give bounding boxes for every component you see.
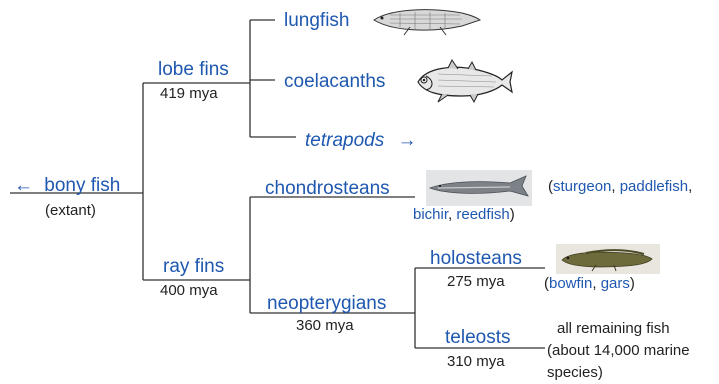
holosteans-link[interactable]: holosteans (430, 249, 522, 268)
reedfish-link[interactable]: reedfish (456, 206, 509, 223)
paddlefish-link[interactable]: paddlefish (620, 178, 688, 195)
bowfin-link[interactable]: bowfin (549, 275, 592, 292)
paren-close: ) (630, 275, 635, 292)
comma: , (611, 178, 615, 195)
paren-close: ) (510, 206, 515, 223)
coelacanth-illustration (412, 58, 516, 104)
lungfish-illustration (370, 3, 482, 37)
comma: , (688, 178, 692, 195)
lungfish-link[interactable]: lungfish (284, 11, 350, 30)
sturgeon-photo (426, 170, 532, 206)
right-arrow: → (398, 130, 417, 151)
bony-fish-note: (extant) (45, 203, 96, 218)
comma: , (592, 275, 596, 292)
teleosts-age: 310 mya (447, 354, 505, 369)
comma: , (448, 206, 452, 223)
ray-fins-age: 400 mya (160, 283, 218, 298)
sturgeon-link[interactable]: sturgeon (553, 178, 611, 195)
chondrosteans-link[interactable]: chondrosteans (265, 179, 390, 198)
gars-link[interactable]: gars (601, 275, 630, 292)
bony-fish-label: bony fish (44, 175, 120, 196)
neopterygians-link[interactable]: neopterygians (267, 294, 386, 313)
teleosts-desc-line2: (about 14,000 marine (547, 343, 690, 358)
lobe-fins-link[interactable]: lobe fins (158, 60, 229, 79)
teleosts-link[interactable]: teleosts (445, 328, 510, 347)
tetrapods-label: tetrapods (305, 130, 384, 151)
chondrosteans-examples-line1: (sturgeon, paddlefish, (548, 179, 692, 194)
coelacanths-link[interactable]: coelacanths (284, 72, 385, 91)
neopterygians-age: 360 mya (296, 318, 354, 333)
left-arrow: ← (14, 175, 33, 196)
holosteans-examples: (bowfin, gars) (544, 276, 635, 291)
bony-fish-link[interactable]: ← bony fish (14, 176, 120, 195)
bowfin-photo (556, 244, 660, 274)
teleosts-desc-line1: all remaining fish (557, 321, 670, 336)
bichir-link[interactable]: bichir (413, 206, 448, 223)
chondrosteans-examples-line2: bichir, reedfish) (413, 207, 515, 222)
holosteans-age: 275 mya (447, 274, 505, 289)
teleosts-desc-line3: species) (547, 365, 603, 380)
lobe-fins-age: 419 mya (160, 86, 218, 101)
tetrapods-link[interactable]: tetrapods → (305, 131, 417, 150)
ray-fins-link[interactable]: ray fins (163, 257, 224, 276)
